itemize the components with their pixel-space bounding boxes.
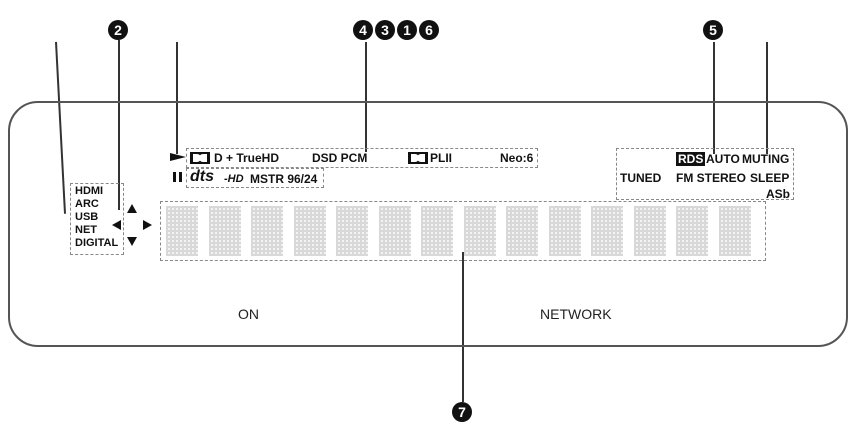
arrow-down-icon bbox=[127, 237, 137, 246]
mstr-label: MSTR 96/24 bbox=[250, 172, 318, 186]
neo6-label: Neo:6 bbox=[500, 151, 534, 165]
segment-character-cell bbox=[591, 206, 623, 256]
segment-character-cell bbox=[421, 206, 453, 256]
pause-icon bbox=[173, 172, 182, 182]
segment-display-box bbox=[160, 201, 766, 261]
callout-7: 7 bbox=[452, 402, 472, 422]
asb-label: ASb bbox=[766, 187, 790, 201]
auto-label: AUTO bbox=[706, 152, 740, 166]
play-icon bbox=[170, 153, 186, 161]
sleep-label: SLEEP bbox=[750, 171, 790, 185]
leader-line-arrows bbox=[118, 40, 120, 210]
leader-line-play bbox=[176, 42, 178, 154]
dolby-truehd-label: D + TrueHD bbox=[214, 151, 280, 165]
segment-character-cell bbox=[718, 206, 751, 256]
segment-character-cell bbox=[548, 206, 581, 256]
arrow-left-icon bbox=[112, 220, 121, 230]
arrow-cursor-icon bbox=[112, 204, 152, 246]
input-digital: DIGITAL bbox=[75, 237, 119, 249]
pl2-label: PLII bbox=[430, 151, 453, 165]
input-hdmi: HDMI bbox=[75, 185, 104, 197]
segment-character-cell bbox=[506, 206, 538, 256]
fm-stereo-label: FM STEREO bbox=[676, 171, 747, 185]
on-indicator: ON bbox=[238, 306, 259, 322]
arrow-right-icon bbox=[143, 220, 152, 230]
format-row2-box bbox=[186, 168, 324, 188]
leader-line-format bbox=[365, 42, 367, 152]
dolby-pl2-icon bbox=[408, 152, 428, 164]
segment-character-cell bbox=[336, 206, 368, 256]
callout-4: 4 bbox=[353, 20, 373, 40]
rds-label: RDS bbox=[676, 152, 706, 166]
right-indicators-box bbox=[616, 148, 794, 200]
format-row1-box bbox=[186, 148, 538, 168]
input-net: NET bbox=[75, 224, 97, 236]
callout-5: 5 bbox=[703, 20, 723, 40]
input-indicators: HDMI ARC USB NET DIGITAL bbox=[70, 183, 124, 255]
segment-character-cell bbox=[208, 206, 241, 256]
leader-line-segments bbox=[462, 252, 464, 402]
callout-2: 2 bbox=[108, 20, 128, 40]
dts-hd-label: -HD bbox=[224, 173, 244, 185]
segment-character-cell bbox=[633, 206, 666, 256]
dts-logo: dts bbox=[190, 168, 214, 185]
callout-6: 6 bbox=[419, 20, 439, 40]
segment-character-cell bbox=[676, 206, 708, 256]
segment-character-cell bbox=[293, 206, 326, 256]
input-arc: ARC bbox=[75, 198, 99, 210]
callout-3: 3 bbox=[375, 20, 395, 40]
leader-line-rds bbox=[713, 42, 715, 154]
callout-1: 1 bbox=[397, 20, 417, 40]
arrow-up-icon bbox=[127, 204, 137, 213]
display-panel bbox=[8, 101, 848, 347]
tuned-label: TUNED bbox=[620, 171, 662, 185]
muting-label: MUTING bbox=[742, 152, 790, 166]
segment-character-cell bbox=[378, 206, 411, 256]
leader-line-muting bbox=[766, 42, 768, 154]
segment-character-cell bbox=[463, 206, 496, 256]
segment-character-cell bbox=[166, 206, 198, 256]
network-indicator: NETWORK bbox=[540, 306, 612, 322]
segment-character-cell bbox=[251, 206, 283, 256]
input-usb: USB bbox=[75, 211, 99, 223]
dolby-icon bbox=[190, 152, 210, 164]
dsd-pcm-label: DSD PCM bbox=[312, 151, 368, 165]
